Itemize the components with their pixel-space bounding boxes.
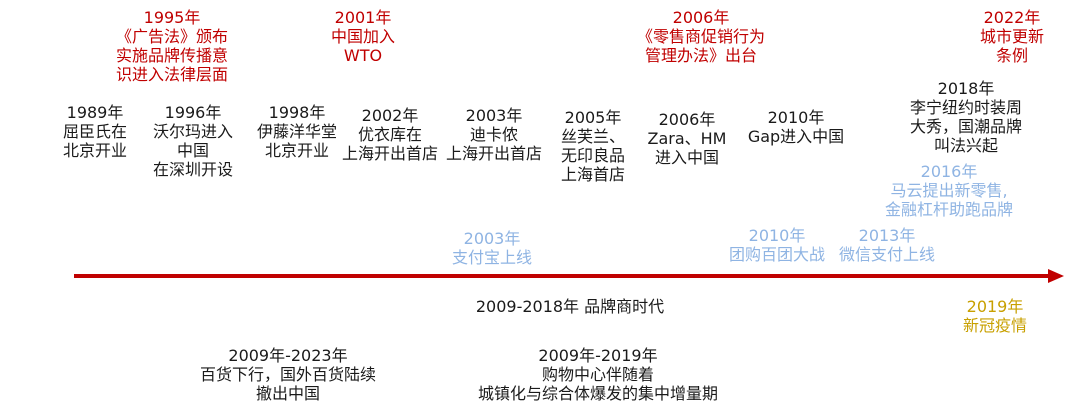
brand-event: 2010年 Gap进入中国: [747, 108, 845, 146]
timeline-arrowhead: [1048, 269, 1064, 283]
policy-event: 2001年 中国加入 WTO: [330, 8, 396, 65]
policy-event: 2022年 城市更新条例: [979, 8, 1044, 65]
digital-event: 2010年 团购百团大战: [728, 226, 826, 264]
brand-event: 1998年 伊藤洋华堂 北京开业: [256, 103, 338, 160]
era-label: 2009-2018年 品牌商时代: [475, 297, 665, 316]
period-shopping-malls: 2009年-2019年 购物中心伴随着 城镇化与综合体爆发的集中增量期: [477, 346, 719, 403]
brand-event: 1996年 沃尔玛进入 中国 在深圳开设: [152, 103, 234, 179]
brand-event: 2003年 迪卡侬 上海开出首店: [445, 106, 543, 163]
period-department-stores: 2009年-2023年 百货下行，国外百货陆续 撤出中国: [199, 346, 377, 403]
digital-event: 2013年 微信支付上线: [838, 226, 936, 264]
policy-event: 1995年 《广告法》颁布 实施品牌传播意 识进入法律层面: [115, 8, 229, 84]
brand-event: 2018年 李宁纽约时装周 大秀，国潮品牌 叫法兴起: [909, 79, 1023, 155]
digital-event: 2016年 马云提出新零售, 金融杠杆助跑品牌: [884, 162, 1014, 219]
brand-event: 2005年 丝芙兰、 无印良品 上海首店: [560, 108, 626, 184]
brand-event: 2002年 优衣库在 上海开出首店: [341, 106, 439, 163]
digital-event: 2003年 支付宝上线: [451, 229, 533, 267]
policy-event: 2006年 《零售商促销行为 管理办法》出台: [636, 8, 766, 65]
brand-event: 2006年 Zara、HM 进入中国: [647, 110, 727, 167]
pandemic-event: 2019年 新冠疫情: [962, 297, 1028, 335]
brand-event: 1989年 屈臣氏在 北京开业: [62, 103, 128, 160]
